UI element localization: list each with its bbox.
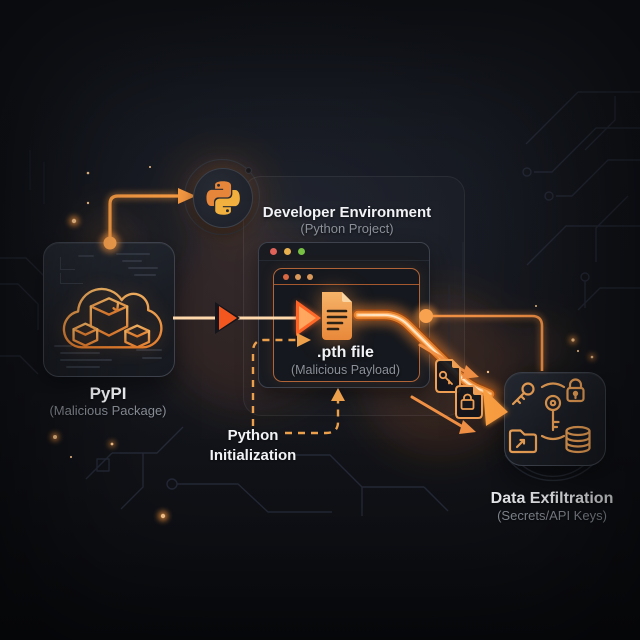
traffic-light-yellow-icon [284,248,291,255]
code-decoration [60,257,75,270]
edge-pypi-to-pth [173,300,322,336]
traffic-light-green-icon [298,248,305,255]
window-dot-icon [283,273,289,280]
cloud-packages-icon [62,287,163,349]
edge-init-to-pth [251,333,311,426]
code-decoration [60,359,112,361]
circuit-traces [0,91,640,516]
pypi-subtitle: (Malicious Package) [49,403,167,418]
pth-document-icon [322,292,352,340]
traffic-light-red-icon [270,248,277,255]
inner-window-titlebar [274,269,419,285]
arc-decoration [540,382,566,389]
pth-file-subtitle: (Malicious Payload) [290,363,401,377]
arc-decoration [540,434,566,441]
code-decoration [60,273,83,284]
pypi-title: PyPI [89,384,127,403]
code-decoration [66,366,100,368]
code-decoration [116,253,150,255]
glow-dots [51,166,595,521]
leaked-files [435,359,483,419]
pth-file-title: .pth file [317,344,374,361]
code-decoration [78,255,94,257]
code-decoration [122,260,142,262]
data-exfiltration-title: Data Exfiltration [490,490,614,507]
ring-decoration [504,454,602,482]
python-logo-icon [206,181,240,215]
round-key-icon [544,394,562,432]
lock-file-icon [455,385,483,419]
database-icon [565,425,591,454]
diagonal-key-icon [511,382,535,406]
edge-init-to-window [285,388,345,435]
code-decoration [134,274,156,276]
edge-window-to-exfiltration [415,305,546,371]
python-initialization-label: Python Initialization [209,427,297,464]
code-decoration [60,352,100,354]
pypi-card [43,242,175,377]
developer-environment-panel [243,176,465,416]
code-decoration [136,349,162,351]
code-decoration [54,345,72,347]
python-runtime-node [193,168,253,228]
developer-environment-subtitle: (Python Project) [300,221,394,236]
window-dot-icon [307,273,313,280]
code-decoration [142,357,162,359]
padlock-icon [566,378,585,403]
code-decoration [128,267,158,269]
outer-window-titlebar [259,243,429,261]
secrets-icons [508,378,591,454]
window-dot-icon [295,273,301,280]
leak-arrows [410,343,479,434]
developer-environment-title: Developer Environment [262,204,432,221]
data-exfiltration-subtitle: (Secrets/API Keys) [497,508,607,523]
folder-icon [508,429,538,454]
edge-pypi-to-python [100,188,196,253]
